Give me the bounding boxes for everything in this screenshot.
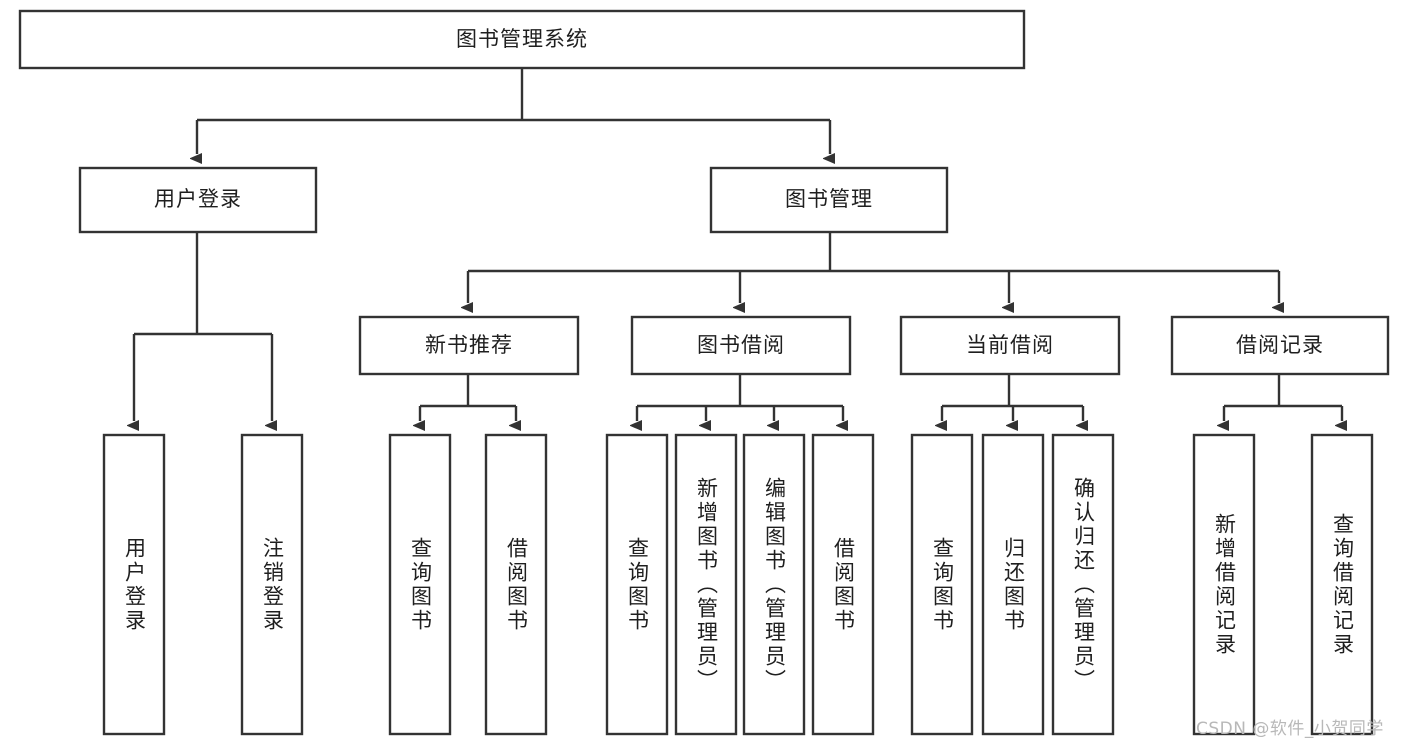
node-box-leaf-add-borrow-record[interactable]: [1192, 433, 1256, 736]
node-box-book-management[interactable]: [709, 166, 949, 234]
node-box-book-borrow[interactable]: [630, 315, 852, 376]
node-box-root[interactable]: [18, 9, 1026, 70]
node-box-borrow-record[interactable]: [1170, 315, 1390, 376]
node-box-current-borrow[interactable]: [899, 315, 1121, 376]
node-box-leaf-edit-book-admin[interactable]: [742, 433, 806, 736]
node-box-leaf-user-login[interactable]: [102, 433, 166, 736]
node-box-leaf-return-book[interactable]: [981, 433, 1045, 736]
node-box-leaf-query-book-current[interactable]: [910, 433, 974, 736]
node-box-leaf-borrow-book[interactable]: [811, 433, 875, 736]
node-box-leaf-query-borrow-record[interactable]: [1310, 433, 1374, 736]
node-box-leaf-query-book-recommend[interactable]: [388, 433, 452, 736]
node-box-leaf-logout[interactable]: [240, 433, 304, 736]
node-box-leaf-confirm-return-admin[interactable]: [1051, 433, 1115, 736]
watermark: CSDN @软件_小贺同学: [1196, 719, 1384, 739]
node-box-leaf-borrow-book-recommend[interactable]: [484, 433, 548, 736]
node-box-user-login[interactable]: [78, 166, 318, 234]
node-box-leaf-add-book-admin[interactable]: [674, 433, 738, 736]
node-box-new-book-recommend[interactable]: [358, 315, 580, 376]
node-box-leaf-query-book-borrow[interactable]: [605, 433, 669, 736]
